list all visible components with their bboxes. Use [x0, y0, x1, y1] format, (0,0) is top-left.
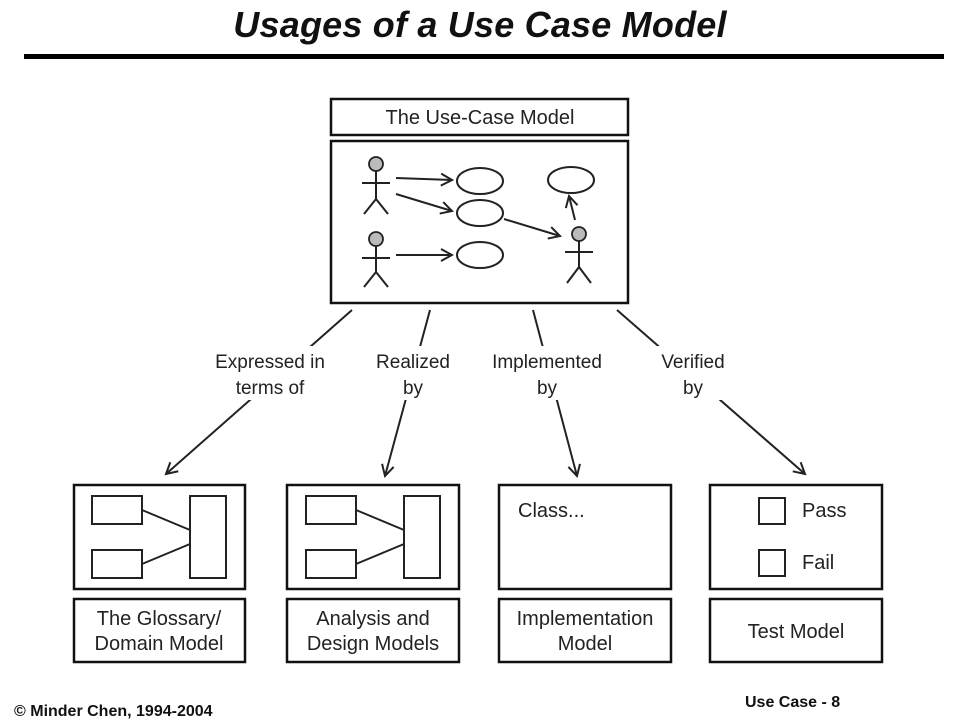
analysis-design-label-line1: Analysis and — [316, 608, 429, 630]
arrow-label-verified-line2: by — [683, 378, 704, 399]
use-case-ellipse — [456, 241, 504, 269]
test-item-fail: Fail — [802, 552, 834, 574]
use-case-ellipse — [456, 199, 504, 227]
association-arrow — [395, 178, 452, 180]
use-case-ellipse — [547, 166, 595, 194]
arrow-label-implemented-line1: Implemented — [492, 352, 602, 373]
footer-copyright: © Minder Chen, 1994-2004 — [14, 703, 213, 720]
association-arrow — [503, 218, 560, 236]
checkbox-icon — [758, 497, 786, 525]
analysis-design-label-box — [285, 597, 461, 664]
implementation-class-text: Class... — [518, 500, 585, 522]
actor-icon — [565, 226, 593, 284]
implementation-label-box — [497, 597, 673, 664]
test-item-pass: Pass — [802, 500, 846, 522]
slide-title: Usages of a Use Case Model — [233, 4, 727, 45]
glossary-model-label-line1: The Glossary/ — [97, 608, 222, 630]
checkbox-icon — [758, 549, 786, 577]
test-model-label: Test Model — [748, 621, 845, 643]
glossary-model-label-box — [72, 597, 247, 664]
actor-icon — [362, 156, 390, 215]
test-model-label-box — [708, 597, 884, 664]
arrow-label-realized-line1: Realized — [376, 352, 450, 373]
association-arrow — [569, 196, 575, 221]
glossary-model-label-line2: Domain Model — [95, 633, 224, 655]
arrow-label-verified-line1: Verified — [661, 352, 724, 373]
arrow-label-expressed-line2: terms of — [236, 378, 305, 399]
arrow-label-realized-line2: by — [403, 378, 424, 399]
arrow-label-implemented-line2: by — [537, 378, 558, 399]
arrow-label-expressed-line1: Expressed in — [215, 352, 325, 373]
use-case-model-label: The Use-Case Model — [386, 107, 575, 129]
actor-icon — [362, 231, 390, 288]
implementation-label-line2: Model — [558, 633, 612, 655]
footer-page-number: Use Case - 8 — [745, 694, 841, 711]
use-case-ellipse — [456, 167, 504, 195]
title-underline — [24, 54, 944, 59]
use-case-model-label-box — [329, 97, 630, 137]
analysis-design-label-line2: Design Models — [307, 633, 439, 655]
test-picture-box — [708, 483, 884, 591]
association-arrow — [395, 193, 452, 211]
implementation-picture-box — [497, 483, 673, 591]
implementation-label-line1: Implementation — [517, 608, 654, 630]
